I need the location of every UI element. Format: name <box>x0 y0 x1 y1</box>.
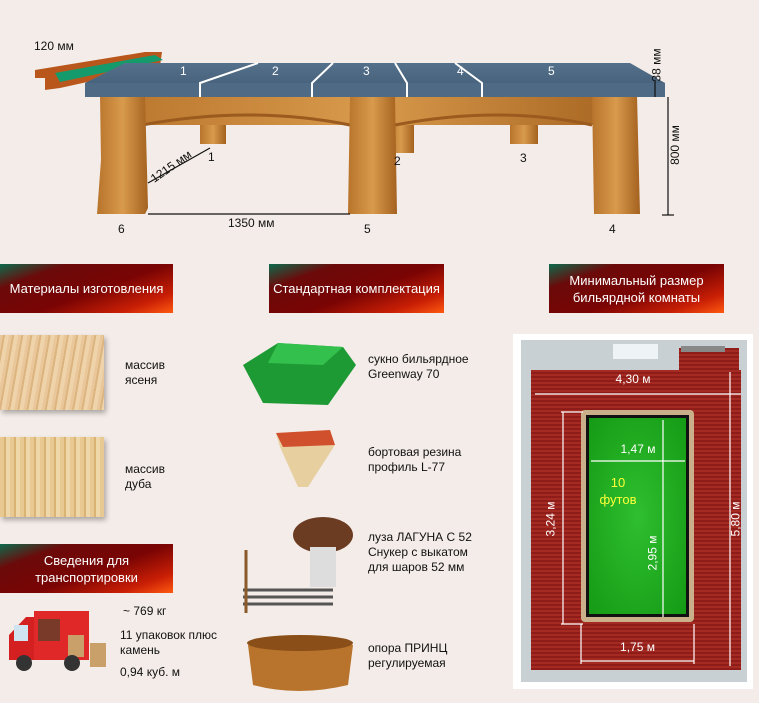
slate-number: 2 <box>272 64 279 78</box>
kit-illustrations <box>243 343 356 691</box>
rail-width-label: 120 мм <box>34 39 74 53</box>
kit-item-label: сукно бильярдное Greenway 70 <box>368 352 469 381</box>
ash-wood-swatch <box>0 335 104 410</box>
material-label: массив ясеня <box>125 358 166 387</box>
oak-wood-swatch <box>0 437 104 517</box>
play-length-label: 2,95 м <box>645 535 660 571</box>
kit-item-label: бортовая резина профиль L-77 <box>368 445 462 474</box>
leg-number: 5 <box>364 222 371 236</box>
room-width-label: 4,30 м <box>615 372 651 386</box>
leg-number: 2 <box>394 154 401 168</box>
leg-number: 1 <box>208 150 215 164</box>
room-length-label: 5,80 м <box>728 501 743 537</box>
standard-kit-header: Стандартная комплектация <box>269 264 444 313</box>
height-label: 800 мм <box>667 125 682 165</box>
material-label: массив дуба <box>125 462 166 491</box>
leg-6 <box>97 95 148 214</box>
radiator <box>681 346 725 352</box>
leg-number: 4 <box>609 222 616 236</box>
size-number: 10 <box>610 475 626 490</box>
materials-header: Материалы изготовления <box>0 264 173 313</box>
cloth-icon <box>243 343 356 405</box>
rubber-cushion-icon <box>276 430 335 487</box>
window <box>613 344 658 359</box>
play-width-label: 1,47 м <box>620 442 656 456</box>
table-outer-width-label: 1,75 м <box>620 640 655 654</box>
rail-cushion-illustration <box>35 52 163 90</box>
leg-spacing-label: 1350 мм <box>228 216 275 230</box>
leg-number: 3 <box>520 151 527 165</box>
slate-number: 1 <box>180 64 187 78</box>
room-plan: 4,30 м 5,80 м 3,24 м 1,75 м 1,47 м 2,95 … <box>513 334 753 689</box>
leg-number: 6 <box>118 222 125 236</box>
slate-number: 4 <box>457 64 464 78</box>
transport-volume: 0,94 куб. м <box>120 665 180 679</box>
leg-5 <box>348 95 397 214</box>
size-unit: футов <box>599 492 637 507</box>
transport-header: Сведения для транспортировки <box>0 544 173 593</box>
slate-number: 5 <box>548 64 555 78</box>
pocket-icon <box>243 517 353 613</box>
billiard-table-plan <box>581 410 694 622</box>
transport-weight: ~ 769 кг <box>123 604 167 618</box>
truck-icon <box>9 611 106 671</box>
table-size-label: 10 футов <box>593 474 643 508</box>
table-diagram <box>35 52 674 216</box>
transport-packages: 11 упаковок плюс камень <box>120 628 218 657</box>
leg-4 <box>592 95 640 214</box>
table-outer-length-label: 3,24 м <box>543 501 558 537</box>
kit-item-label: опора ПРИНЦ регулируемая <box>368 641 448 670</box>
playing-surface <box>589 418 686 614</box>
kit-item-label: луза ЛАГУНА С 52 Снукер с выкатом для ша… <box>368 530 472 574</box>
slate-thickness-label: 38 мм <box>649 48 664 82</box>
leg-support-icon <box>247 635 353 691</box>
room-header: Минимальный размер бильярдной комнаты <box>549 264 724 313</box>
slate-number: 3 <box>363 64 370 78</box>
